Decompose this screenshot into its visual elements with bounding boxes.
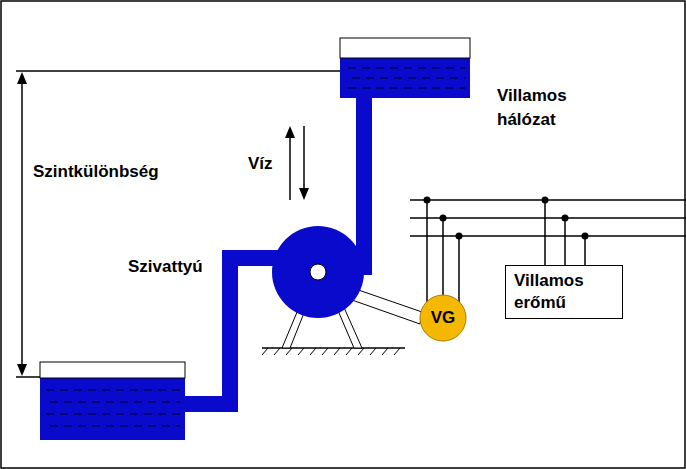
water-dashes [348,68,465,88]
generator-circle: VG [419,294,467,342]
arrowhead [285,126,295,138]
flow-arrow [289,136,291,200]
network-lines [410,200,686,236]
water-dashes [46,390,180,426]
box-label: Villamos erőmű [514,270,614,314]
ground-hatch [262,348,400,355]
lower-tank-top [40,362,185,378]
dimension-line [21,80,23,368]
dimension-line [16,376,40,378]
upper-tank-top [340,38,470,58]
flow-label: Víz [248,152,288,176]
generator-label: VG [431,307,456,329]
dimension-label: Szintkülönbség [33,160,233,184]
flow-arrow [303,126,305,190]
dimension-line [16,70,340,72]
inlet-pipe [180,396,238,412]
pump-hub [310,264,326,280]
upper-pipe [356,95,372,275]
network-label: Villamos hálózat [497,84,597,132]
arrowhead [299,188,309,200]
pump-casing [272,226,364,318]
lower-water [40,378,185,440]
junction-dots [424,197,589,240]
upper-water [340,58,470,98]
power-plant-box: Villamos erőmű [505,265,623,319]
pump-label: Szivattyú [128,255,220,279]
inlet-pipe [222,250,238,412]
arrowhead [17,72,27,84]
arrowhead [17,364,27,376]
